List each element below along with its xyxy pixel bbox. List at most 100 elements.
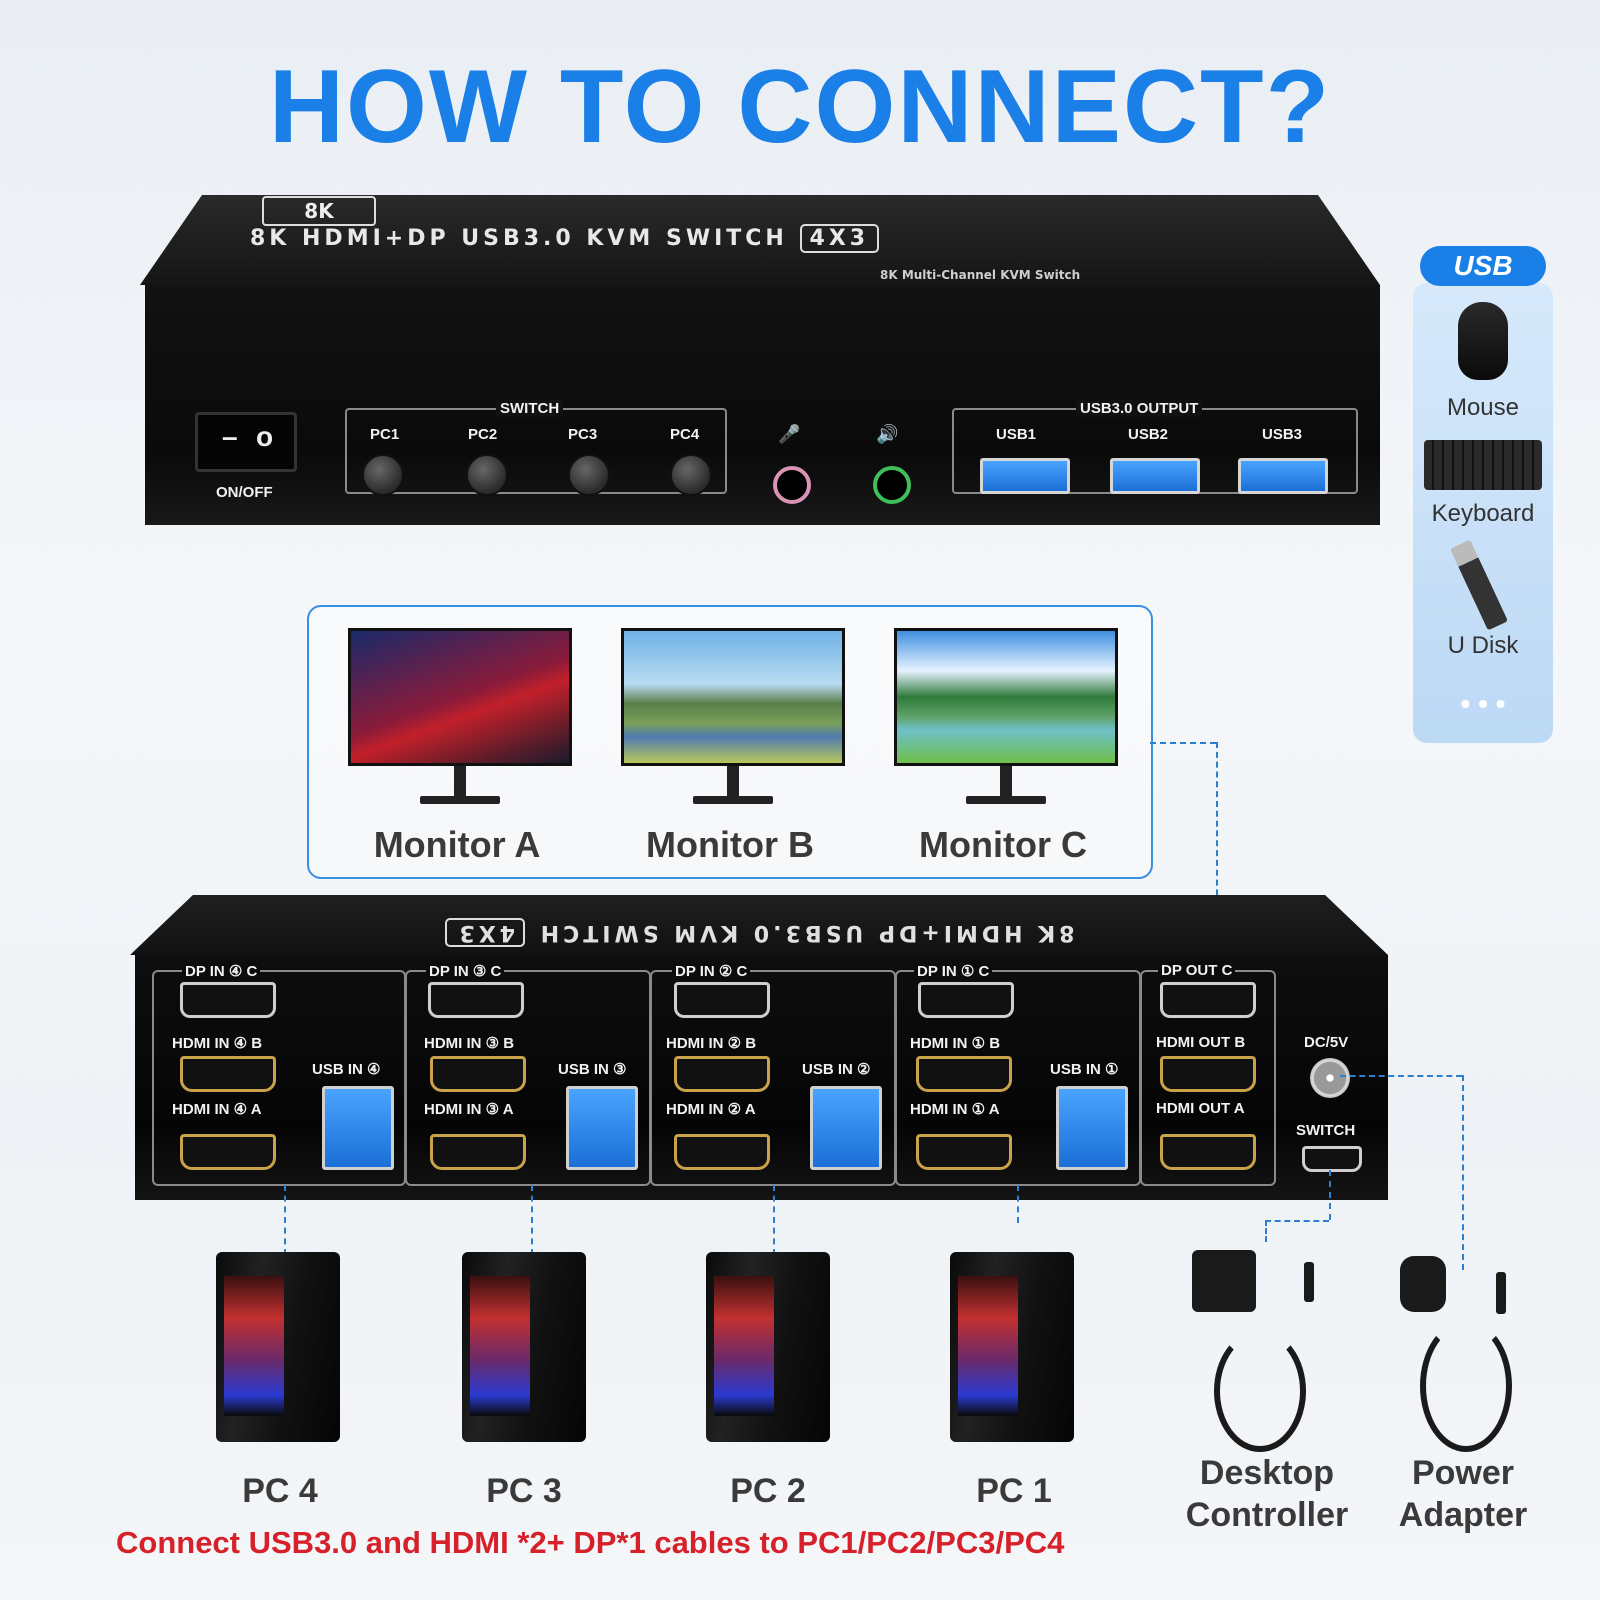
pc1-glass <box>958 1276 1018 1416</box>
pc1-button[interactable] <box>362 454 404 496</box>
hdmi-in-4b-label: HDMI IN ④ B <box>172 1035 263 1052</box>
connection-note: Connect USB3.0 and HDMI *2+ DP*1 cables … <box>116 1525 1065 1560</box>
dp-in-4-port[interactable] <box>180 982 276 1018</box>
hdmi-in-3b-label: HDMI IN ③ B <box>424 1035 515 1052</box>
monitor-b-foot <box>693 796 773 804</box>
pc1-label: PC 1 <box>976 1472 1052 1510</box>
rear-product-line: 8K HDMI+DP USB3.0 KVM SWITCH 4X3 <box>250 918 1270 947</box>
monitor-connector-h <box>1150 742 1216 744</box>
dp-in-2-port[interactable] <box>674 982 770 1018</box>
hdmi-in-1b-label: HDMI IN ① B <box>910 1035 1001 1052</box>
pc3-label: PC 3 <box>486 1472 562 1510</box>
product-line: 8K HDMI+DP USB3.0 KVM SWITCH 4X3 <box>250 224 1270 253</box>
monitor-a-stand <box>454 766 466 798</box>
hdmi-in-1a-port[interactable] <box>916 1134 1012 1170</box>
usb-in-2-port[interactable] <box>810 1086 882 1170</box>
monitor-b-stand <box>727 766 739 798</box>
hdmi-in-2b-port[interactable] <box>674 1056 770 1092</box>
usb3-label: USB3 <box>1262 426 1303 443</box>
pc2-button-label: PC2 <box>468 426 498 443</box>
adapter-plug <box>1496 1272 1506 1314</box>
usb1-label: USB1 <box>996 426 1037 443</box>
hdmi-in-2a-label: HDMI IN ② A <box>666 1101 756 1118</box>
desktop-controller-label: Desktop Controller <box>1185 1454 1349 1534</box>
hdmi-in-4a-port[interactable] <box>180 1134 276 1170</box>
controller-connector-v2 <box>1265 1220 1267 1242</box>
speaker-icon: 🔊 <box>876 424 899 444</box>
kvm-rear-top <box>130 895 1388 955</box>
usb-in-3-label: USB IN ③ <box>558 1061 627 1078</box>
pc3-button-label: PC3 <box>568 426 598 443</box>
power-switch[interactable]: – o <box>195 412 297 472</box>
hdmi-in-2a-port[interactable] <box>674 1134 770 1170</box>
pc2-label: PC 2 <box>730 1472 806 1510</box>
hdmi-out-a-port[interactable] <box>1160 1134 1256 1170</box>
u-disk-label: U Disk <box>1447 632 1519 659</box>
pc3-button[interactable] <box>568 454 610 496</box>
usb-in-1-port[interactable] <box>1056 1086 1128 1170</box>
dp-in-4-label: DP IN ④ C <box>182 962 261 980</box>
product-line-text: 8K HDMI+DP USB3.0 KVM SWITCH <box>250 226 788 251</box>
hdmi-out-b-label: HDMI OUT B <box>1156 1034 1246 1051</box>
hdmi-out-b-port[interactable] <box>1160 1056 1256 1092</box>
hdmi-in-3b-port[interactable] <box>430 1056 526 1092</box>
usb1-port[interactable] <box>980 458 1070 494</box>
model-badge: 4X3 <box>799 224 880 253</box>
hdmi-in-1a-label: HDMI IN ① A <box>910 1101 1000 1118</box>
pc4-label: PC 4 <box>242 1472 318 1510</box>
usb-tab: USB <box>1420 246 1546 286</box>
pc4-button-label: PC4 <box>670 426 700 443</box>
mic-jack[interactable] <box>773 466 811 504</box>
audio-jack[interactable] <box>873 466 911 504</box>
controller-connector-h <box>1265 1220 1329 1222</box>
usb-in-1-label: USB IN ① <box>1050 1061 1119 1078</box>
keyboard-label: Keyboard <box>1431 500 1535 527</box>
hdmi-in-1b-port[interactable] <box>916 1056 1012 1092</box>
dp-out-port[interactable] <box>1160 982 1256 1018</box>
hdmi-in-4b-port[interactable] <box>180 1056 276 1092</box>
pc3-connector <box>531 1185 533 1255</box>
pc2-button[interactable] <box>466 454 508 496</box>
hdmi-in-3a-port[interactable] <box>430 1134 526 1170</box>
pc3-tower <box>462 1252 586 1442</box>
usb-in-3-port[interactable] <box>566 1086 638 1170</box>
dc-power-port[interactable] <box>1310 1058 1350 1098</box>
pc2-tower <box>706 1252 830 1442</box>
pc1-tower <box>950 1252 1074 1442</box>
pc1-connector <box>1017 1185 1019 1223</box>
usb2-port[interactable] <box>1110 458 1200 494</box>
power-adapter-icon <box>1400 1256 1446 1312</box>
keyboard-icon <box>1424 440 1542 490</box>
switch-port[interactable] <box>1302 1146 1362 1172</box>
hdmi-out-a-label: HDMI OUT A <box>1156 1100 1245 1117</box>
power-off-icon: – <box>222 421 238 452</box>
usb3-port[interactable] <box>1238 458 1328 494</box>
mouse-label: Mouse <box>1446 394 1520 421</box>
monitor-a-screen <box>348 628 572 766</box>
power-on-icon: o <box>256 421 274 452</box>
product-subtitle: 8K Multi-Channel KVM Switch <box>880 268 1081 282</box>
pc2-glass <box>714 1276 774 1416</box>
usb-output-label: USB3.0 OUTPUT <box>1076 400 1203 417</box>
dp-in-1-port[interactable] <box>918 982 1014 1018</box>
dc-5v-label: DC/5V <box>1304 1034 1349 1051</box>
adapter-connector-h <box>1340 1075 1462 1077</box>
dp-in-3-label: DP IN ③ C <box>426 962 505 980</box>
hdmi-in-2b-label: HDMI IN ② B <box>666 1035 757 1052</box>
power-adapter-label: Power Adapter <box>1398 1454 1528 1534</box>
switch-group-label: SWITCH <box>496 400 564 417</box>
usb-in-4-label: USB IN ④ <box>312 1061 381 1078</box>
kvm-front-top <box>140 195 1380 285</box>
adapter-connector-v <box>1462 1075 1464 1270</box>
page-title: HOW TO CONNECT? <box>268 49 1332 165</box>
monitor-c-label: Monitor C <box>919 824 1087 865</box>
power-label: ON/OFF <box>216 484 273 501</box>
pc4-button[interactable] <box>670 454 712 496</box>
dp-in-1-label: DP IN ① C <box>914 962 993 980</box>
dp-in-3-port[interactable] <box>428 982 524 1018</box>
hdmi-in-3a-label: HDMI IN ③ A <box>424 1101 514 1118</box>
monitor-c-foot <box>966 796 1046 804</box>
pc4-tower <box>216 1252 340 1442</box>
usb-in-4-port[interactable] <box>322 1086 394 1170</box>
monitor-b-label: Monitor B <box>646 824 814 865</box>
